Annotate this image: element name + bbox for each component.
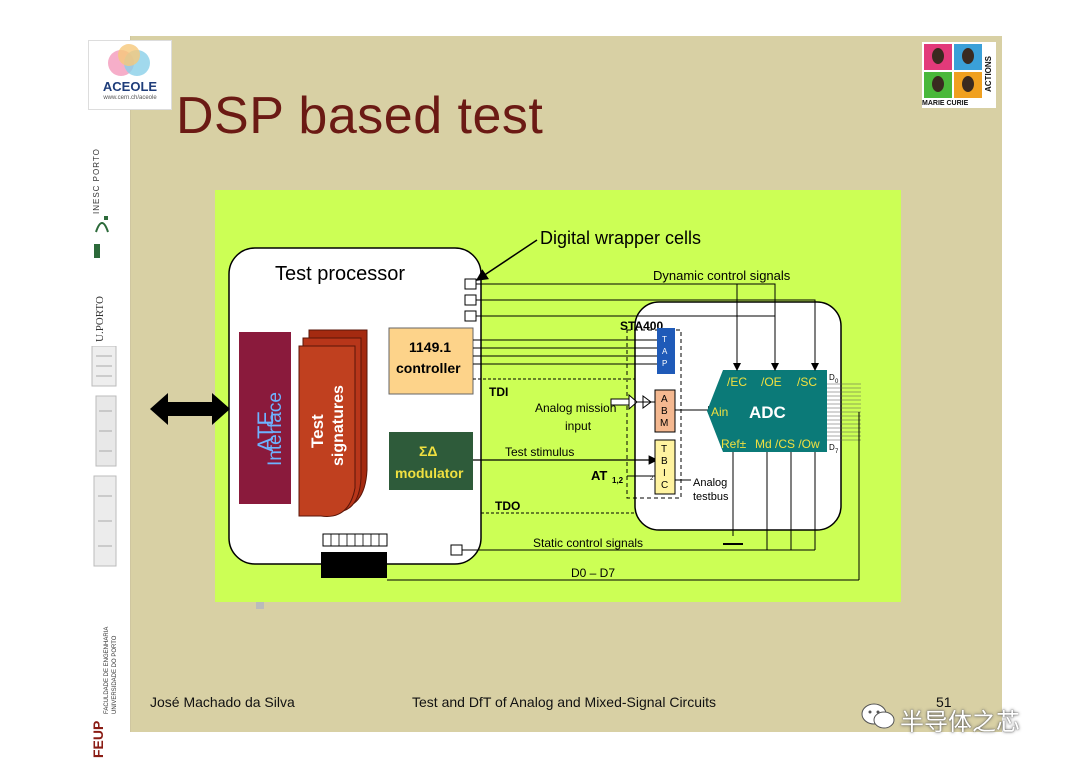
- signatures-label: signatures: [330, 385, 347, 466]
- marie-curie-actions-text: ACTIONS: [984, 56, 993, 92]
- abm-letter-a: A: [661, 394, 668, 405]
- static-control-label: Static control signals: [533, 536, 643, 550]
- tap-letter-a: A: [662, 347, 668, 356]
- test-label: Test: [308, 414, 327, 448]
- slide-title: DSP based test: [176, 87, 544, 145]
- ate-interface-block: [239, 332, 291, 504]
- analog-mission-label: Analog mission: [535, 401, 616, 415]
- marie-curie-logo: ACTIONS MARIE CURIE: [922, 42, 996, 108]
- aceole-circles-icon: [108, 44, 150, 76]
- tbic-letter-t: T: [661, 444, 667, 455]
- modulator-label: modulator: [395, 465, 464, 481]
- tbic-letter-i: I: [663, 468, 666, 479]
- wrapper-cell-2: [464, 294, 477, 306]
- adc-label: ADC: [749, 403, 786, 422]
- abm-block: [654, 389, 676, 433]
- tap-letter-t: T: [662, 335, 667, 344]
- diagram-svg: Test processor Digital wrapper cells Dyn…: [151, 190, 901, 602]
- tbic-pin-1: 1: [650, 458, 654, 464]
- adc-oe-label: /OE: [761, 375, 782, 389]
- analog-mission-input-label: input: [565, 419, 592, 433]
- aceole-logo-url: www.cern.ch/aceole: [103, 95, 157, 101]
- wrapper-cells-pointer: [475, 239, 538, 281]
- marie-curie-text: MARIE CURIE: [922, 100, 969, 107]
- aceole-logo-text: ACEOLE: [102, 79, 158, 94]
- small-square-marker: [256, 602, 264, 609]
- adc-d0-label: D: [829, 373, 835, 382]
- adc-ec-label: /EC: [727, 375, 747, 389]
- data-register-dividers: [330, 534, 380, 546]
- adc-block: [707, 370, 827, 452]
- wechat-icon: [861, 703, 895, 729]
- sigma-delta-modulator-block: [389, 432, 473, 490]
- adc-sc-label: /SC: [797, 375, 817, 389]
- data-bus-block: [321, 552, 387, 578]
- wrapper-cell-3: [464, 310, 477, 322]
- at-label: AT: [591, 468, 607, 483]
- test-signatures-page-1: [298, 345, 356, 517]
- ate-bidirectional-arrow-icon: [150, 393, 230, 425]
- tbic-pin-2: 2: [650, 476, 654, 482]
- tap-letter-p: P: [662, 359, 667, 368]
- wrapper-cell-1: [464, 278, 477, 290]
- test-stimulus-label: Test stimulus: [505, 445, 574, 459]
- adc-data-pins: [827, 383, 861, 441]
- controller-1149-label: 1149.1: [409, 339, 451, 355]
- footer-author: José Machado da Silva: [150, 694, 295, 710]
- adc-md-cs-ow-label: Md /CS /Ow: [755, 437, 820, 451]
- adc-d7-label: D: [829, 443, 835, 452]
- dynamic-control-label: Dynamic control signals: [653, 268, 791, 283]
- control-to-adc-lines: [732, 286, 819, 550]
- wrapper-cell-static: [450, 544, 463, 556]
- building-illustration: [91, 346, 117, 567]
- tbic-letter-c: C: [661, 480, 668, 491]
- footer-course: Test and DfT of Analog and Mixed-Signal …: [412, 694, 717, 710]
- analog-input-arrow-shaft: [610, 398, 630, 406]
- interface-label: Interface: [265, 392, 286, 466]
- institution-sidebar: INESC PORTO U.PORTO FEUP FACULDADE DE EN…: [78, 36, 131, 758]
- feup-line2-label: UNIVERSIDADE DO PORTO: [112, 635, 118, 714]
- green-bar: [94, 244, 100, 258]
- sta400-boundary-dashed: [626, 329, 682, 499]
- abm-letter-m: M: [660, 418, 668, 429]
- feup-label: FEUP: [90, 720, 106, 758]
- analog-input-arrowhead: [628, 393, 638, 411]
- controller-tap-lines: [473, 339, 657, 365]
- uporto-label: U.PORTO: [94, 296, 106, 342]
- adc-ref-label: Ref±: [721, 437, 747, 451]
- abm-letter-b: B: [661, 406, 668, 417]
- inesc-porto-label: INESC PORTO: [92, 148, 101, 214]
- adc-d0-subscript: 0: [835, 379, 839, 385]
- dsp-test-diagram: Test processor Digital wrapper cells Dyn…: [151, 190, 903, 609]
- d0-d7-label: D0 – D7: [571, 566, 615, 580]
- feup-line1-label: FACULDADE DE ENGENHARIA: [104, 626, 110, 714]
- inesc-logo-icon: [95, 216, 109, 233]
- aceole-logo: ACEOLE www.cern.ch/aceole: [88, 40, 172, 110]
- controller-1149-block: [388, 327, 474, 395]
- analog-testbus-label-2: testbus: [693, 491, 729, 503]
- adc-ain-label: Ain: [711, 405, 728, 419]
- tbic-block: [654, 439, 676, 495]
- controller-label: controller: [396, 360, 461, 376]
- analog-testbus-label-1: Analog: [693, 477, 727, 489]
- tdi-label: TDI: [489, 385, 508, 399]
- digital-wrapper-cells-label: Digital wrapper cells: [540, 228, 701, 248]
- sta400-label: STA400: [620, 319, 663, 333]
- sigma-delta-symbol: ΣΔ: [419, 443, 437, 459]
- watermark-text: 半导体之芯: [900, 709, 1020, 736]
- ate-label: ATE: [253, 411, 278, 452]
- tdo-label: TDO: [495, 499, 520, 513]
- at-subscript: 1,2: [612, 476, 624, 485]
- marie-curie-portraits-icon: [924, 44, 982, 98]
- tbic-letter-b: B: [661, 456, 668, 467]
- footer-page-number: 51: [936, 694, 952, 710]
- test-processor-label: Test processor: [275, 263, 405, 285]
- adc-d7-subscript: 7: [835, 449, 839, 455]
- tap-block: [657, 328, 675, 374]
